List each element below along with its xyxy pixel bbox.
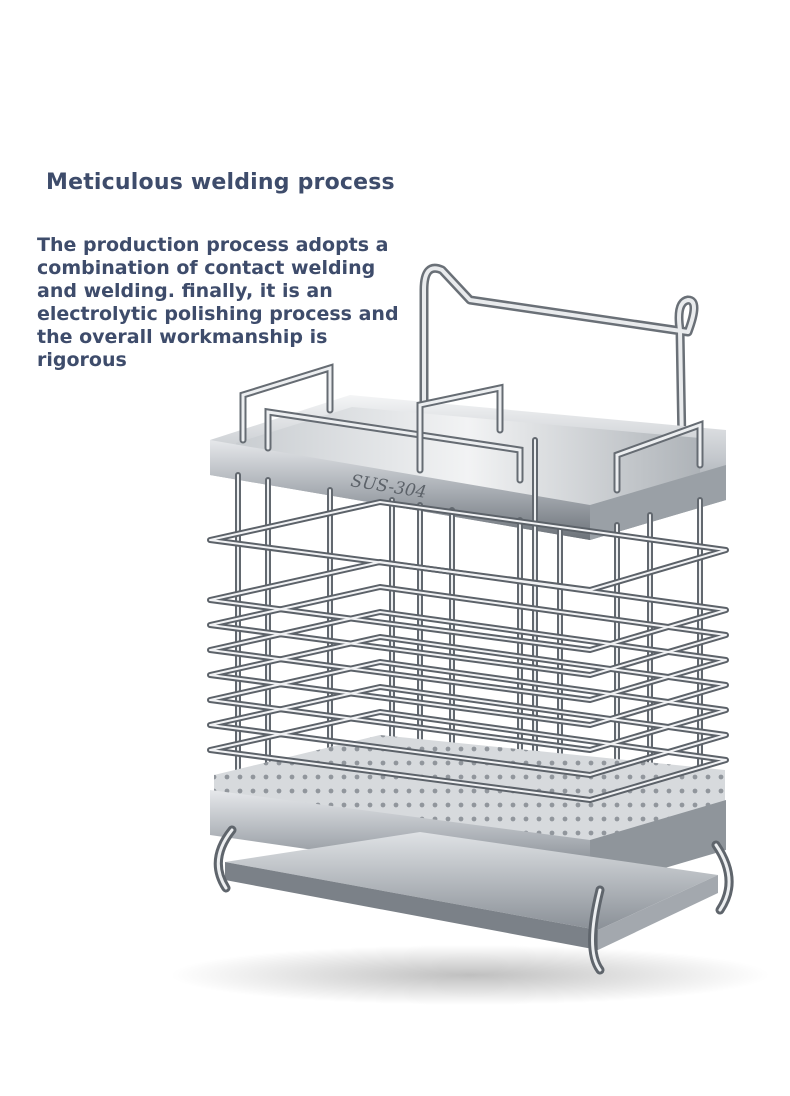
basket-body bbox=[207, 363, 729, 950]
floor-shadow bbox=[170, 945, 770, 1005]
description-text: The production process adopts a combinat… bbox=[37, 234, 399, 371]
headline: Meticulous welding process bbox=[46, 170, 395, 195]
basket-feet bbox=[213, 825, 734, 975]
hanging-hook bbox=[419, 263, 699, 475]
